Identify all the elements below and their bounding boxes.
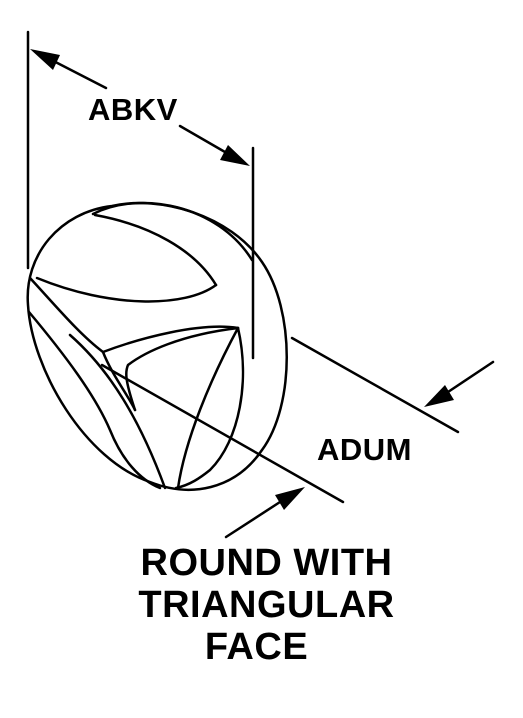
upper-facet-top [93, 213, 218, 287]
rim-edge [91, 201, 254, 262]
caption-line-3: FACE [204, 626, 309, 668]
triangle-edge-left-upper [28, 276, 105, 354]
adum-leader-upper [424, 360, 495, 407]
dimension-label-adum: ADUM [317, 432, 412, 467]
right-facet-outer [174, 326, 245, 490]
abkv-leader-upper [30, 49, 108, 90]
abkv-arrowhead-upper [30, 49, 60, 70]
right-facet-inner [176, 326, 240, 490]
adum-extension-line-upper [290, 336, 460, 434]
caption-line-1: ROUND WITH [140, 542, 393, 584]
part-body [26, 201, 288, 491]
adum-arrowhead-upper [424, 385, 454, 407]
lower-left-facet-outer [27, 310, 162, 490]
abkv-arrowhead-lower [220, 145, 250, 166]
figure-caption: ROUND WITH TRIANGULAR FACE [0, 542, 523, 668]
adum-arrowhead-lower [275, 487, 305, 510]
dimension-label-abkv: ABKV [88, 92, 178, 127]
triangle-edge-right-upper [101, 325, 240, 354]
right-facet-left [125, 326, 240, 412]
caption-line-2: TRIANGULAR [138, 584, 395, 626]
adum-extension-line-lower [100, 363, 345, 504]
upper-facet-edge [35, 276, 218, 303]
lower-left-facet-inner [68, 333, 167, 490]
adum-leader-lower [224, 487, 305, 539]
outer-profile [26, 201, 288, 491]
abkv-leader-lower [178, 124, 250, 166]
